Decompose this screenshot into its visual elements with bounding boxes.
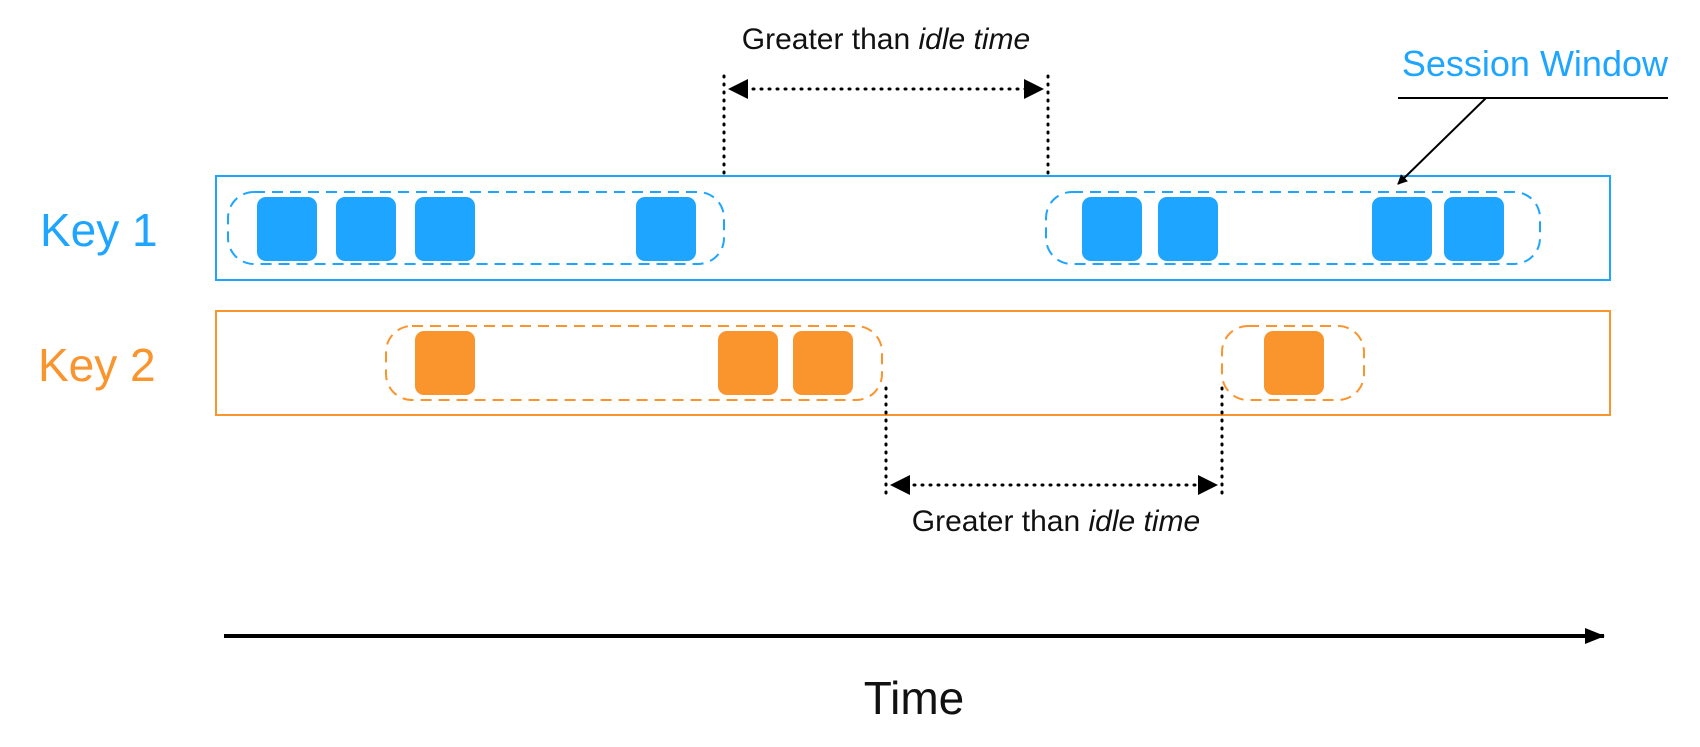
key2-event <box>415 331 475 395</box>
gap-bottom-arrowhead-left <box>890 475 910 495</box>
key1-label: Key 1 <box>40 204 158 256</box>
key1-session-window-1 <box>227 191 725 265</box>
legend-pointer-arrow <box>1397 97 1487 185</box>
key1-event <box>336 197 396 261</box>
gap-top-arrowhead-left <box>728 79 748 99</box>
key1-event <box>1372 197 1432 261</box>
time-axis-label: Time <box>864 672 965 724</box>
gap-bottom-label: Greater than idle time <box>912 505 1200 538</box>
key1-row-container <box>215 175 1611 281</box>
session-window-legend-label: Session Window <box>1402 43 1669 84</box>
gap-bottom-arrowhead-right <box>1198 475 1218 495</box>
key1-event <box>415 197 475 261</box>
key1-event <box>1444 197 1504 261</box>
key2-label: Key 2 <box>38 339 156 391</box>
key2-session-window-1 <box>385 325 883 401</box>
key1-event <box>257 197 317 261</box>
key2-event <box>718 331 778 395</box>
key1-session-window-2 <box>1045 191 1541 265</box>
key1-event <box>1158 197 1218 261</box>
key2-event <box>793 331 853 395</box>
key1-event <box>636 197 696 261</box>
gap-top-label: Greater than idle time <box>742 23 1030 56</box>
key1-event <box>1082 197 1142 261</box>
key2-session-window-2 <box>1221 325 1365 401</box>
gap-top-arrowhead-right <box>1024 79 1044 99</box>
key2-event <box>1264 331 1324 395</box>
key2-row-container <box>215 310 1611 416</box>
